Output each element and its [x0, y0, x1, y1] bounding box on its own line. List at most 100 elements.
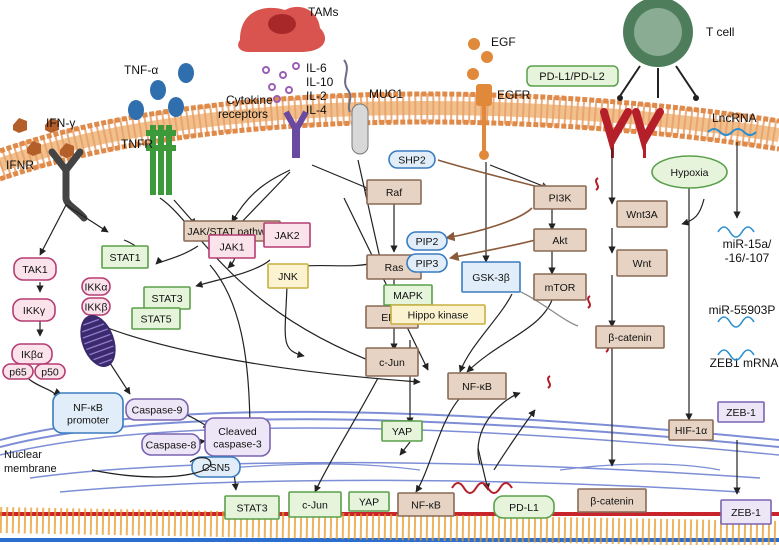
- node-label: p65: [9, 367, 27, 379]
- node-pdl1-nuc: PD-L1: [493, 495, 555, 519]
- pdl1-gene-wave: [451, 482, 513, 494]
- node-label: c-Jun: [302, 500, 328, 512]
- tams-cell: [238, 6, 326, 52]
- node-label: JAK1: [219, 242, 244, 254]
- node-label: Caspase-9: [132, 405, 183, 417]
- ifnr-icon: [48, 148, 88, 222]
- node-zeb1-nuc: ZEB-1: [720, 499, 772, 525]
- muc1-icon: [343, 59, 369, 155]
- node-label: β-catenin: [590, 496, 634, 508]
- node-box: [533, 273, 587, 301]
- il4-label: IL-4: [306, 103, 327, 117]
- node-raf: Raf: [366, 179, 422, 205]
- node-label: TAK1: [22, 264, 48, 276]
- node-label: NF-κB: [411, 500, 441, 512]
- node-label: PD-L1: [509, 502, 539, 514]
- egf-label: EGF: [491, 35, 516, 49]
- node-tak1: TAK1: [13, 257, 57, 281]
- node-p50: p50: [34, 363, 66, 380]
- node-label: YAP: [359, 497, 379, 509]
- node-label: miR-15a/: [723, 237, 772, 251]
- node-box: [208, 234, 256, 259]
- node-wnt: Wnt: [616, 249, 668, 277]
- nuc-pdl1-arrow: [493, 409, 536, 471]
- node-label: β-catenin: [608, 332, 652, 344]
- node-label: ZEB-1: [731, 507, 761, 519]
- pdl1-pdl2-label-box: [526, 65, 619, 87]
- node-box: [13, 257, 57, 281]
- node-label: MAPK: [393, 290, 423, 302]
- node-label: Hippo kinase: [408, 310, 469, 322]
- tnf-alpha-molecules: [128, 63, 194, 120]
- node-box: [616, 249, 668, 277]
- node-box: [461, 261, 521, 293]
- ifn-gamma-label: IFN-γ: [46, 116, 75, 130]
- node-caspase8: Caspase-8: [141, 433, 201, 456]
- node-p65: p65: [2, 363, 34, 380]
- node-label: CSN5: [202, 462, 230, 474]
- node-label: STAT3: [236, 503, 267, 515]
- node-box: [52, 392, 124, 434]
- nuclear-membrane-label-2: membrane: [4, 463, 57, 475]
- node-box: [191, 456, 241, 478]
- node-box: [348, 491, 390, 512]
- t-cell: [617, 0, 699, 101]
- node-box: [34, 363, 66, 380]
- node-label: NF-κB: [462, 381, 492, 393]
- node-label: miR-55903P: [709, 303, 776, 317]
- node-label: JAK2: [274, 230, 299, 242]
- dna-strand: [0, 507, 779, 547]
- node-stat3: STAT3: [143, 286, 191, 310]
- il6-label: IL-6: [306, 61, 327, 75]
- ifnr-label: IFNR: [6, 158, 34, 172]
- node-ikka: IKKα: [81, 277, 111, 296]
- node-box: [651, 155, 728, 189]
- tams-label: TAMs: [308, 5, 338, 19]
- node-mapk: MAPK: [383, 284, 433, 306]
- node-jnk: JNK: [267, 263, 309, 289]
- node-mtor: mTOR: [533, 273, 587, 301]
- node-pip2: PIP2: [406, 231, 448, 251]
- tnfr-label: TNFR: [121, 137, 153, 151]
- node-jak1: JAK1: [208, 234, 256, 259]
- node-box: [101, 245, 149, 269]
- node-ikba: IKβα: [11, 343, 53, 365]
- node-mir55903p: miR-55903P: [709, 303, 776, 317]
- cytokine-receptor-icon: [283, 110, 309, 158]
- lncrna-label: LncRNA: [712, 111, 757, 125]
- node-ikkg: IKKγ: [12, 298, 56, 322]
- node-ikkb: IKKβ: [81, 297, 111, 316]
- node-box: [390, 304, 486, 325]
- tnf-alpha-label: TNF-α: [124, 63, 158, 77]
- node-label: IKKβ: [85, 302, 108, 314]
- node-yap-nuc: YAP: [348, 491, 390, 512]
- node-label: PIP3: [416, 258, 439, 270]
- node-label: SHP2: [398, 155, 426, 167]
- mirna-icons: [717, 226, 755, 361]
- node-label: caspase-3: [213, 438, 262, 450]
- node-box: [141, 433, 201, 456]
- csn5-feedback-arrow: [91, 456, 212, 478]
- node-akt: Akt: [533, 228, 587, 252]
- pdl1-pdl2-label: PD-L1/PD-L2: [539, 71, 604, 83]
- node-label: ZEB-1: [726, 407, 756, 419]
- il10-label: IL-10: [306, 75, 334, 89]
- egfr-label: EGFR: [497, 88, 531, 102]
- node-label: JNK: [278, 271, 298, 283]
- node-label: p50: [41, 367, 59, 379]
- node-label: STAT5: [140, 314, 171, 326]
- node-hypoxia: Hypoxia: [651, 155, 728, 189]
- egfr-icon: [476, 84, 492, 160]
- node-box: [204, 417, 271, 457]
- node-label: PIP2: [416, 236, 439, 248]
- cytokine-receptors-label-2: receptors: [218, 107, 268, 121]
- node-label: -16/-107: [725, 251, 770, 265]
- node-label: IKKγ: [23, 305, 46, 317]
- node-cjun-nuc: c-Jun: [288, 491, 342, 518]
- node-label: Wnt3A: [626, 209, 658, 221]
- nuclear-membrane-label-1: Nuclear: [4, 449, 42, 461]
- tnfr-icon: [146, 125, 176, 195]
- muc1-label: MUC1: [369, 87, 403, 101]
- node-label: ZEB1 mRNA: [710, 356, 779, 370]
